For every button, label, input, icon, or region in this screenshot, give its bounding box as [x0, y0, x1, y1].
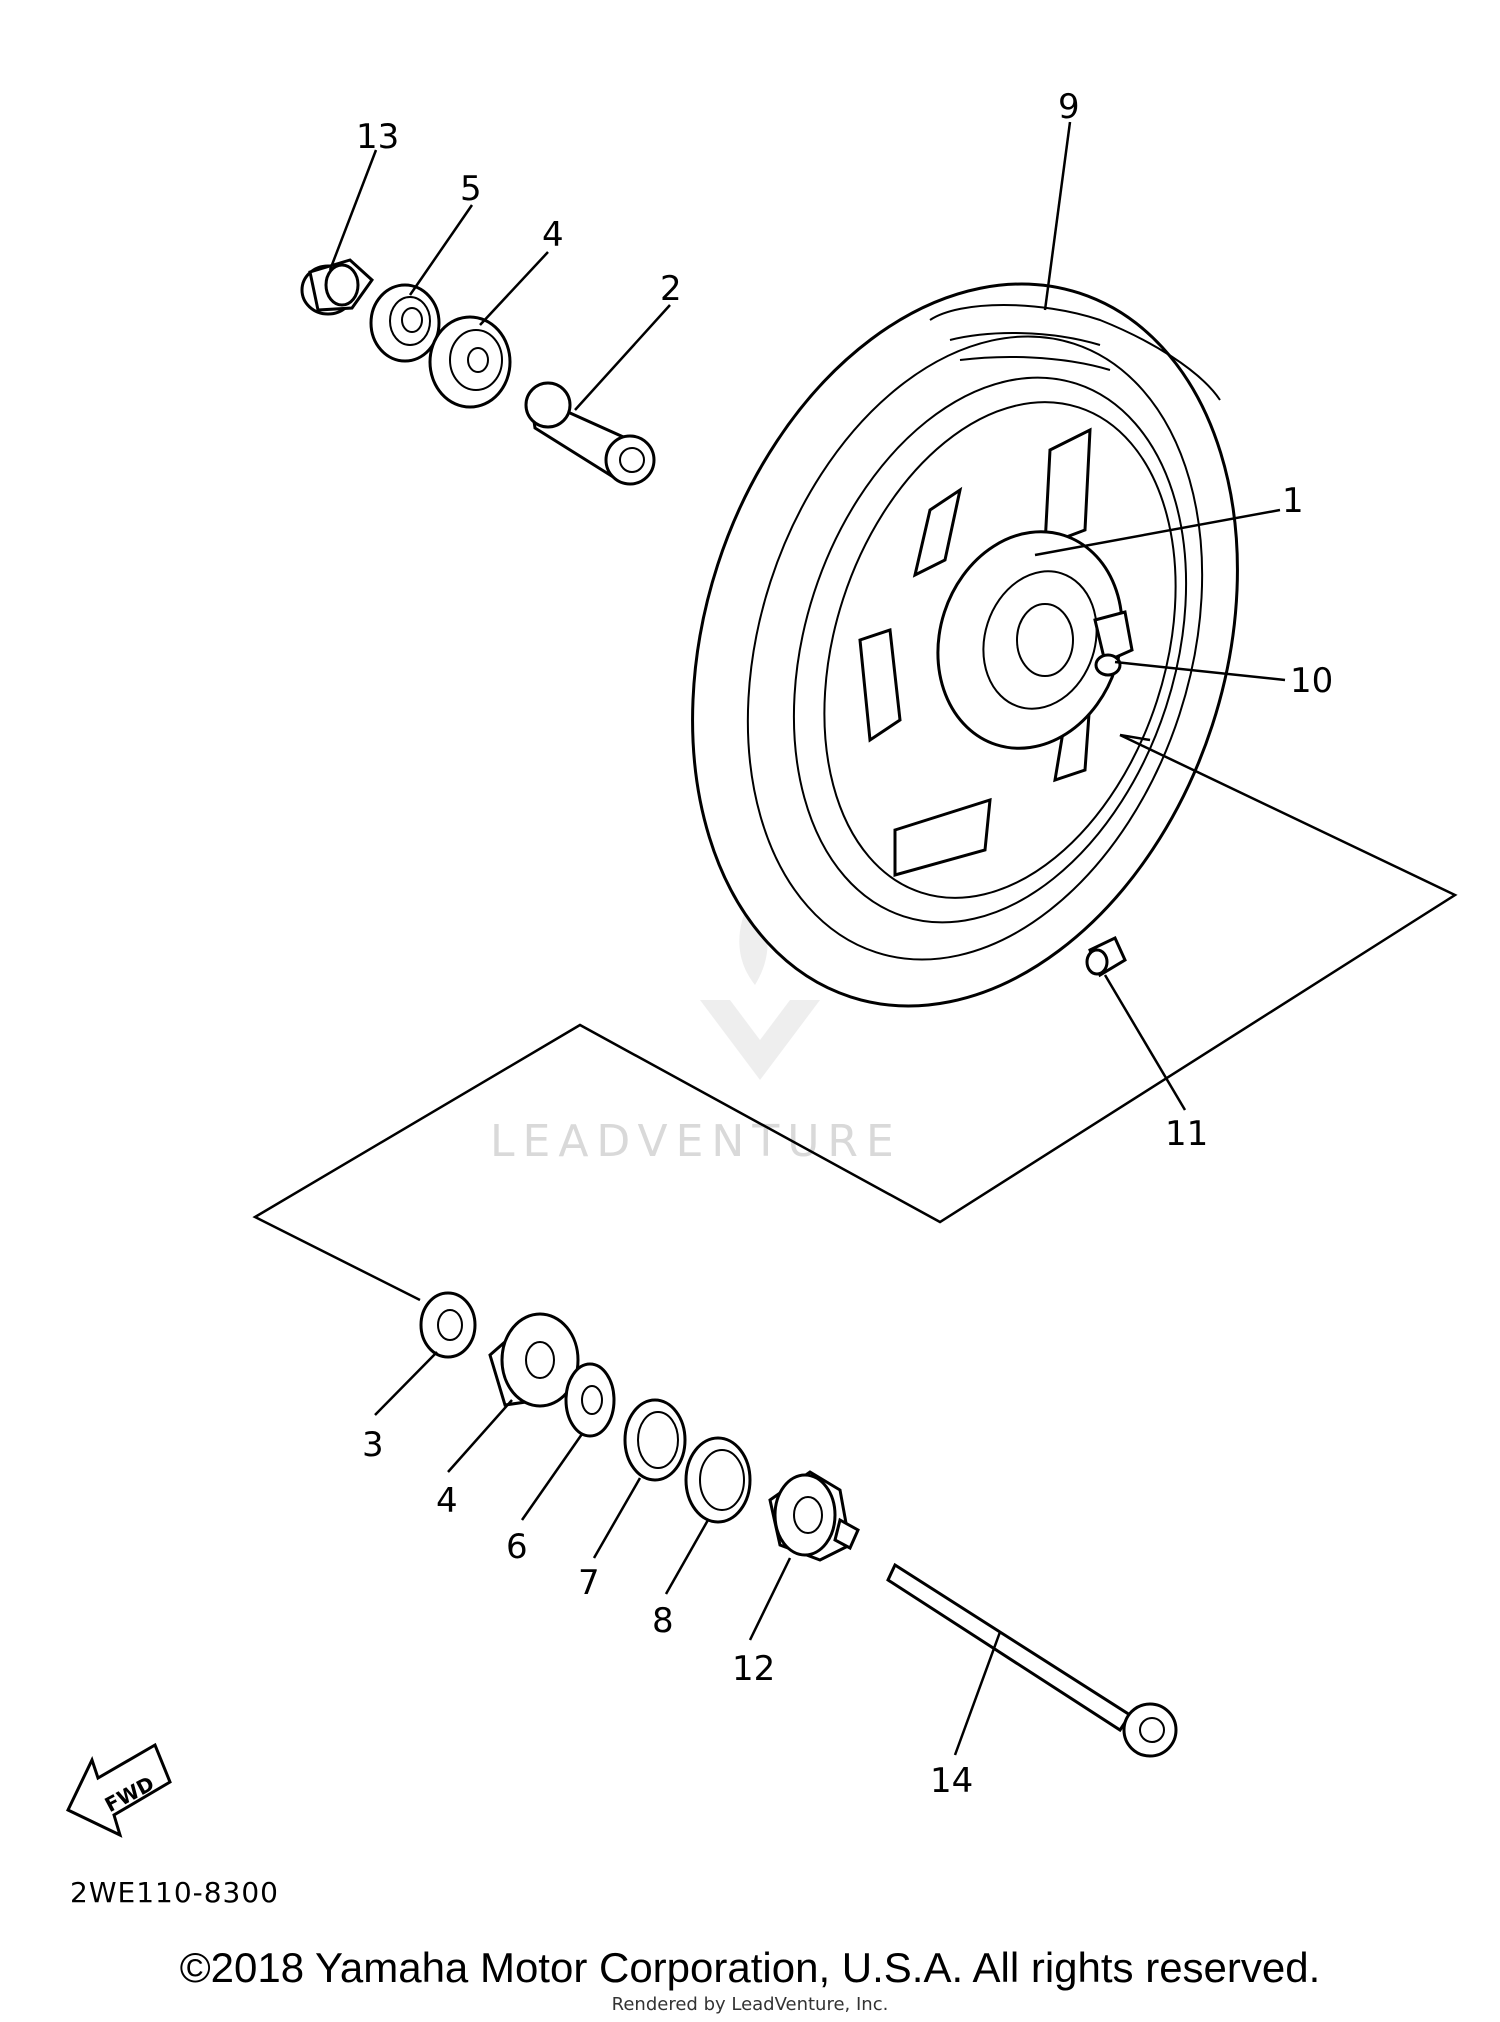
leader-lines — [328, 121, 1286, 1756]
part-4-bearing-upper[interactable] — [428, 315, 512, 409]
callout-12: 12 — [732, 1649, 775, 1689]
part-8-collar[interactable] — [684, 1436, 752, 1524]
diagram-code: 2WE110-8300 — [70, 1876, 279, 1909]
part-1-cast-wheel[interactable] — [728, 327, 1253, 974]
callout-2: 2 — [660, 269, 682, 309]
part-14-wheel-axle[interactable] — [886, 1562, 1178, 1758]
part-4-bearing-lower[interactable] — [488, 1312, 580, 1408]
part-13-spacer[interactable] — [300, 258, 374, 316]
part-3-washer[interactable] — [419, 1291, 477, 1359]
exploded-line-wheel — [1119, 733, 1151, 742]
callout-7: 7 — [578, 1563, 600, 1603]
callout-3: 3 — [362, 1425, 384, 1465]
part-10-valve[interactable] — [1093, 610, 1134, 677]
callout-11: 11 — [1165, 1114, 1208, 1154]
part-5-oil-seal[interactable] — [369, 283, 441, 363]
callout-10: 10 — [1290, 661, 1333, 701]
exploded-line-upper — [252, 733, 1458, 1302]
rendered-by-notice: Rendered by LeadVenture, Inc. — [611, 1994, 889, 2015]
callout-4-upper: 4 — [542, 215, 564, 255]
callout-5: 5 — [460, 169, 482, 209]
callout-4-lower: 4 — [436, 1481, 458, 1521]
fwd-arrow-icon: FWD — [65, 1742, 172, 1838]
part-2-collar[interactable] — [524, 381, 656, 486]
callout-9: 9 — [1058, 87, 1080, 127]
watermark-text: LEADVENTURE — [490, 1116, 902, 1167]
callout-14: 14 — [930, 1761, 973, 1801]
callout-1: 1 — [1282, 481, 1304, 521]
callout-6: 6 — [506, 1527, 528, 1567]
part-6-retainer[interactable] — [564, 1362, 616, 1438]
callout-13: 13 — [356, 117, 399, 157]
callout-8: 8 — [652, 1601, 674, 1641]
copyright-notice: ©2018 Yamaha Motor Corporation, U.S.A. A… — [179, 1944, 1321, 1991]
part-7-oil-seal[interactable] — [623, 1398, 687, 1482]
part-12-gear-unit[interactable] — [768, 1470, 860, 1562]
part-11-balance-weight[interactable] — [1085, 935, 1127, 978]
